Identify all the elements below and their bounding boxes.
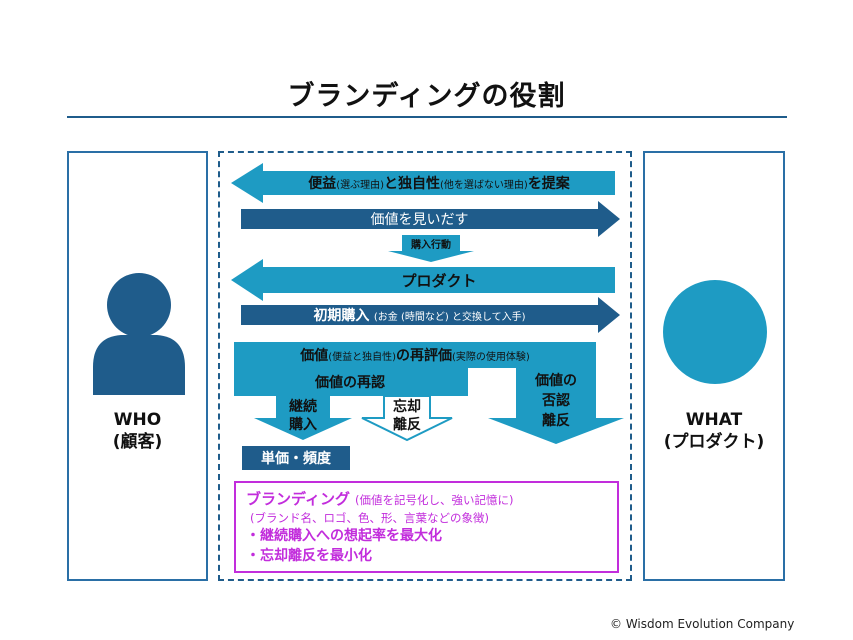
value-reconfirm-text: 価値の再認: [315, 375, 385, 391]
proposal-text: 便益(選ぶ理由)と独自性(他を選ばない理由)を提案: [308, 176, 570, 192]
what-box: WHAT (プロダクト): [643, 151, 785, 581]
person-icon: [93, 273, 185, 395]
branding-title: ブランディング: [246, 490, 350, 508]
copyright: © Wisdom Evolution Company: [610, 617, 795, 631]
process-box: [218, 151, 632, 581]
purchase-action-text: 購入行動: [411, 239, 451, 251]
unit-frequency-bar: [242, 446, 350, 470]
purchase-action-arrow: [388, 235, 474, 262]
product-text: プロダクト: [401, 271, 477, 290]
reevaluation-text: 価値(便益と独自性)の再評価(実際の使用体験): [300, 348, 530, 364]
title-divider: [67, 116, 787, 118]
branding-sub: (ブランド名、ロゴ、色、形、言葉などの象徴): [250, 511, 489, 525]
block-gap: [468, 368, 516, 398]
initial-purchase-arrow: [241, 297, 620, 333]
who-box: WHO (顧客): [67, 151, 208, 581]
what-label: WHAT: [685, 410, 743, 430]
continue-purchase-arrow: [254, 396, 352, 440]
initial-purchase-text: 初期購入 (お金 (時間など) と交換して入手): [313, 308, 526, 324]
branding-box: ブランディング (価値を記号化し、強い記憶に) (ブランド名、ロゴ、色、形、言葉…: [234, 481, 619, 573]
who-label: WHO: [113, 410, 162, 430]
unit-frequency-text: 単価・頻度: [261, 451, 331, 467]
product-arrow: [231, 259, 615, 301]
continue-purchase-text: 継続購入: [289, 399, 317, 433]
proposal-arrow: [231, 163, 615, 203]
forget-leave-arrow: [361, 395, 453, 442]
find-value-text: 価値を見いだす: [370, 212, 469, 228]
who-sublabel: (顧客): [112, 432, 163, 452]
branding-item-recall: ・継続購入への想起率を最大化: [246, 528, 442, 544]
product-circle-icon: [663, 280, 767, 384]
what-sublabel: (プロダクト): [663, 432, 765, 452]
branding-title-note: (価値を記号化し、強い記憶に): [355, 493, 514, 507]
page-title: ブランディングの役割: [287, 81, 566, 112]
value-deny-arrow: [488, 368, 624, 444]
branding-item-forget: ・忘却離反を最小化: [246, 548, 372, 564]
find-value-arrow: [241, 201, 620, 237]
forget-leave-text: 忘却離反: [393, 399, 421, 433]
value-deny-text: 価値の否認離反: [535, 373, 577, 429]
